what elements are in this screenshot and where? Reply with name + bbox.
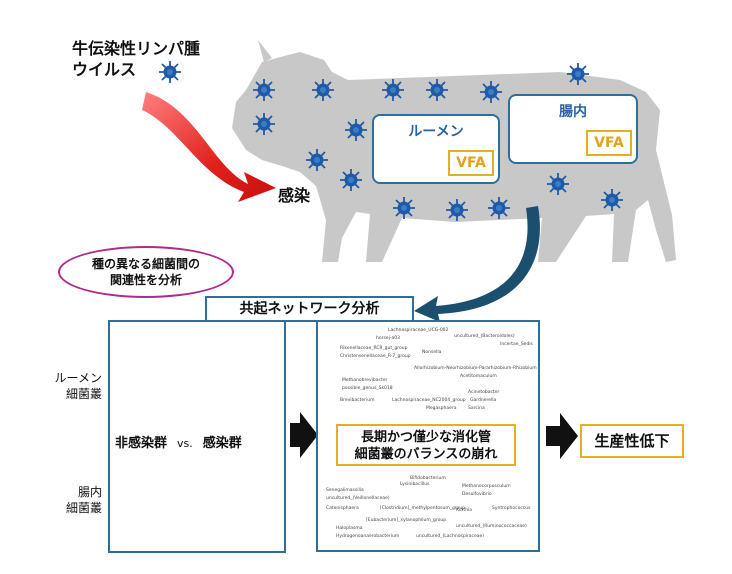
taxon-label: Methanocorpusculum [462, 484, 511, 489]
taxon-label: Senegalimassilia [326, 488, 364, 493]
taxon-label: Gardnerella [470, 398, 497, 403]
infection-arrow [142, 92, 276, 202]
virus-label: 牛伝染性リンパ腫 ウイルス [72, 39, 201, 79]
taxon-label: Kurthia [456, 508, 473, 513]
taxon-label: Methanobrevibacter [342, 378, 388, 383]
taxon-label: Lachnospiraceae_UCG-002 [388, 328, 449, 333]
taxon-label: possible_genus_Sk018 [342, 386, 393, 391]
taxon-label: Desulfovibrio [462, 492, 492, 497]
rumen-flora-label: ルーメン 細菌叢 [54, 371, 102, 401]
analysis-speech-bubble: 種の異なる細菌間の 関連性を分析 [58, 246, 234, 298]
taxon-label: [Clostridium]_methylpentosum_group [380, 506, 466, 511]
flow-arrow [414, 206, 540, 322]
taxon-label: uncultured_(Bacteroidales) [454, 334, 515, 339]
imbalance-box: 長期かつ僅少な消化管 細菌叢のバランスの崩れ [336, 424, 516, 466]
taxon-label: Catenisphaera [326, 506, 359, 511]
taxon-label: Hydrogenoanaerobacterium [336, 534, 400, 539]
taxon-label: Christensenellaceae_R-7_group [340, 354, 411, 359]
taxon-label: Rikenellaceae_RC9_gut_group [340, 346, 408, 351]
intestine-vfa-box: VFA [586, 130, 632, 156]
productivity-decrease-box: 生産性低下 [580, 424, 684, 458]
intestinal-flora-label: 腸内 細菌叢 [65, 485, 102, 515]
intestine-box: 腸内 VFA [508, 94, 638, 164]
rumen-box: ルーメン VFA [372, 114, 500, 184]
taxon-label: [Eubacterium]_xylanophilum_group [366, 518, 447, 523]
taxon-label: Lysinibacillus [400, 482, 430, 487]
uninfected-group-label: 非感染群 [115, 436, 168, 451]
taxon-label: Syntrophococcus [492, 506, 531, 511]
taxon-label: Haloplasma [336, 526, 363, 531]
rumen-vfa-box: VFA [448, 150, 494, 176]
arrow-to-productivity [546, 413, 578, 459]
taxon-label: Lachnospiraceae_NC2004_group [392, 398, 466, 403]
network-analysis-label: 共起ネットワーク分析 [205, 296, 414, 322]
infected-group-label: 感染群 [202, 436, 242, 451]
rumen-title: ルーメン [408, 124, 464, 140]
intestine-title: 腸内 [559, 104, 587, 120]
taxon-label: Nonsella [422, 350, 442, 355]
taxon-label: Allorhizobium-Neorhizobium-Pararhizobium… [414, 366, 537, 371]
taxon-label: horsej-a03 [376, 336, 400, 341]
left-network-panel [108, 320, 286, 553]
comparison-label: 非感染群 vs. 感染群 [115, 432, 242, 451]
arrow-to-network [290, 412, 318, 458]
taxon-label: Incertae_Sedis [500, 342, 533, 347]
taxon-label: Bifidobacterium [410, 476, 446, 481]
taxon-label: Megasphaera [426, 406, 457, 411]
taxon-label: Acetitomaculum [460, 374, 497, 379]
taxon-label: uncultured_(Lachnospiraceae) [416, 534, 485, 539]
taxon-label: uncultured_(Veillonellaceae) [326, 496, 390, 501]
vs-label: vs. [177, 437, 193, 450]
taxon-label: Sarcina [468, 406, 485, 411]
taxon-label: uncultured_(Ruminococcaceae) [456, 524, 527, 529]
taxon-label: Brevibacterium [340, 398, 375, 403]
infection-label: 感染 [278, 186, 311, 205]
taxon-label: Acinetobacter [468, 390, 500, 395]
